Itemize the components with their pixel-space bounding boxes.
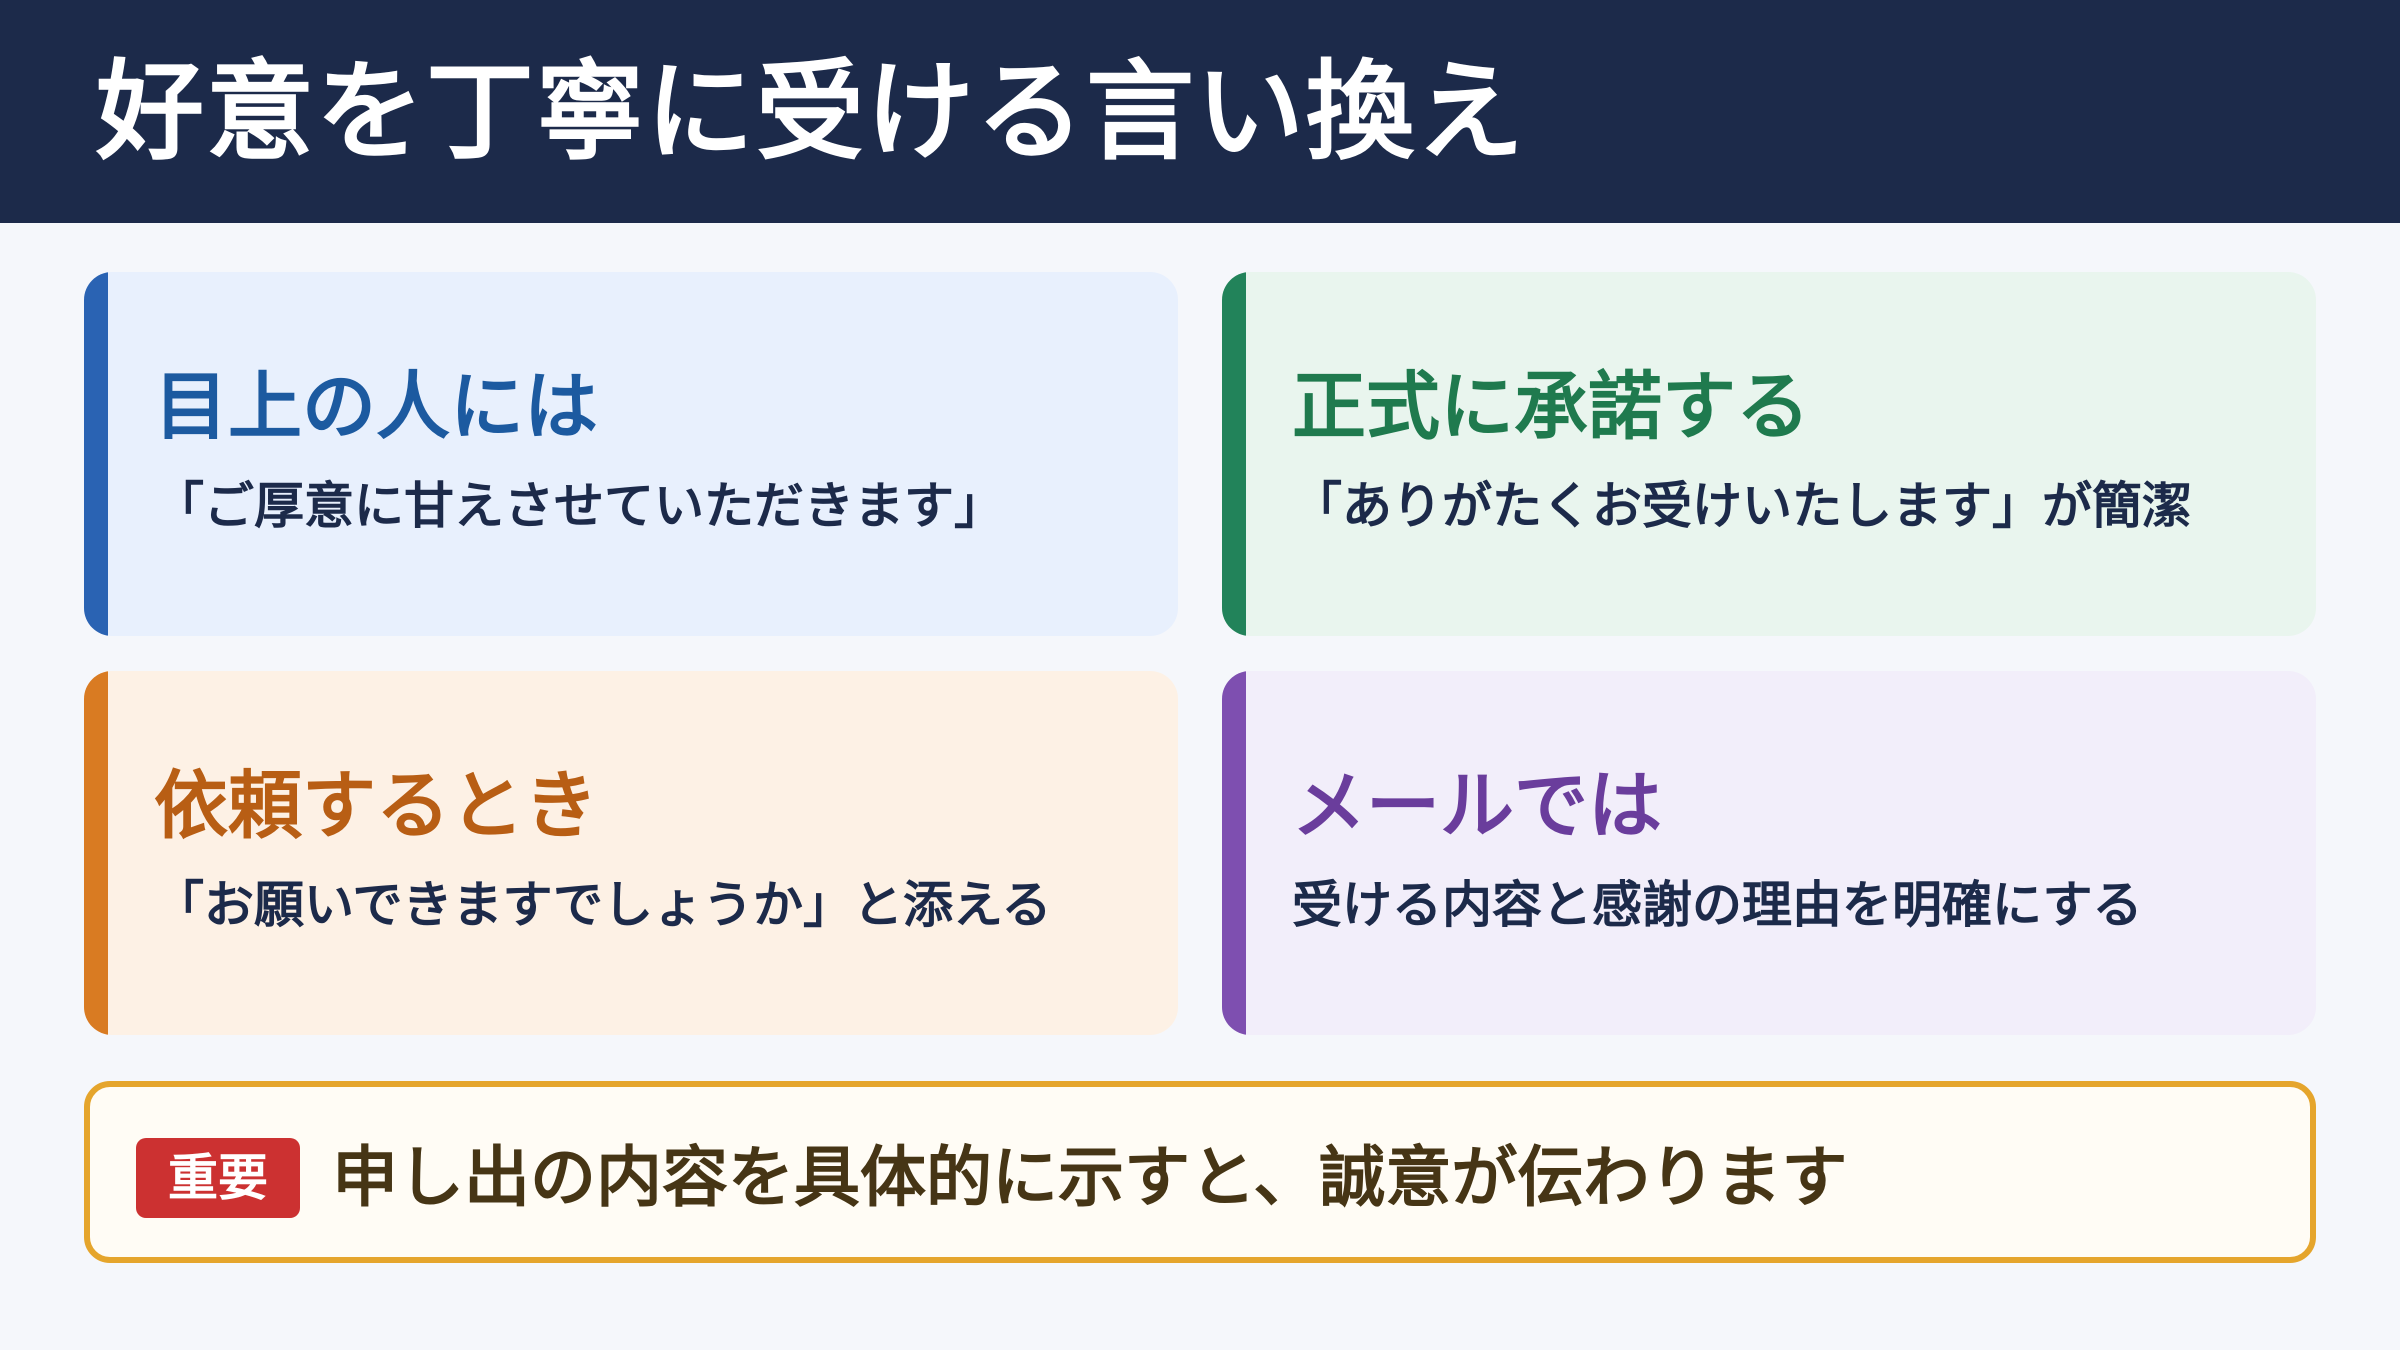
- header-bar: 好意を丁寧に受ける言い換え: [0, 0, 2400, 223]
- card-accent-bar: [1222, 671, 1246, 1035]
- important-note-text: 申し出の内容を具体的に示すと、誠意が伝わります: [332, 1139, 1848, 1216]
- important-note: 重要 申し出の内容を具体的に示すと、誠意が伝わります: [84, 1081, 2316, 1263]
- card-accent-bar: [84, 272, 108, 636]
- card-superiors: 目上の人には 「ご厚意に甘えさせていただきます」: [84, 272, 1178, 636]
- card-formal-acceptance: 正式に承諾する 「ありがたくお受けいたします」が簡潔: [1222, 272, 2316, 636]
- card-body: 受ける内容と感謝の理由を明確にする: [1292, 876, 2143, 934]
- card-title: メールでは: [1292, 763, 1662, 849]
- card-title: 目上の人には: [154, 364, 598, 450]
- card-requesting: 依頼するとき 「お願いできますでしょうか」と添える: [84, 671, 1178, 1035]
- card-title: 依頼するとき: [154, 763, 598, 849]
- card-body: 「ありがたくお受けいたします」が簡潔: [1292, 477, 2192, 535]
- page-title: 好意を丁寧に受ける言い換え: [96, 50, 1527, 175]
- card-body: 「ご厚意に甘えさせていただきます」: [154, 477, 1004, 535]
- important-badge: 重要: [136, 1138, 300, 1218]
- card-accent-bar: [84, 671, 108, 1035]
- card-email: メールでは 受ける内容と感謝の理由を明確にする: [1222, 671, 2316, 1035]
- card-accent-bar: [1222, 272, 1246, 636]
- card-title: 正式に承諾する: [1292, 364, 1810, 450]
- card-body: 「お願いできますでしょうか」と添える: [154, 876, 1052, 934]
